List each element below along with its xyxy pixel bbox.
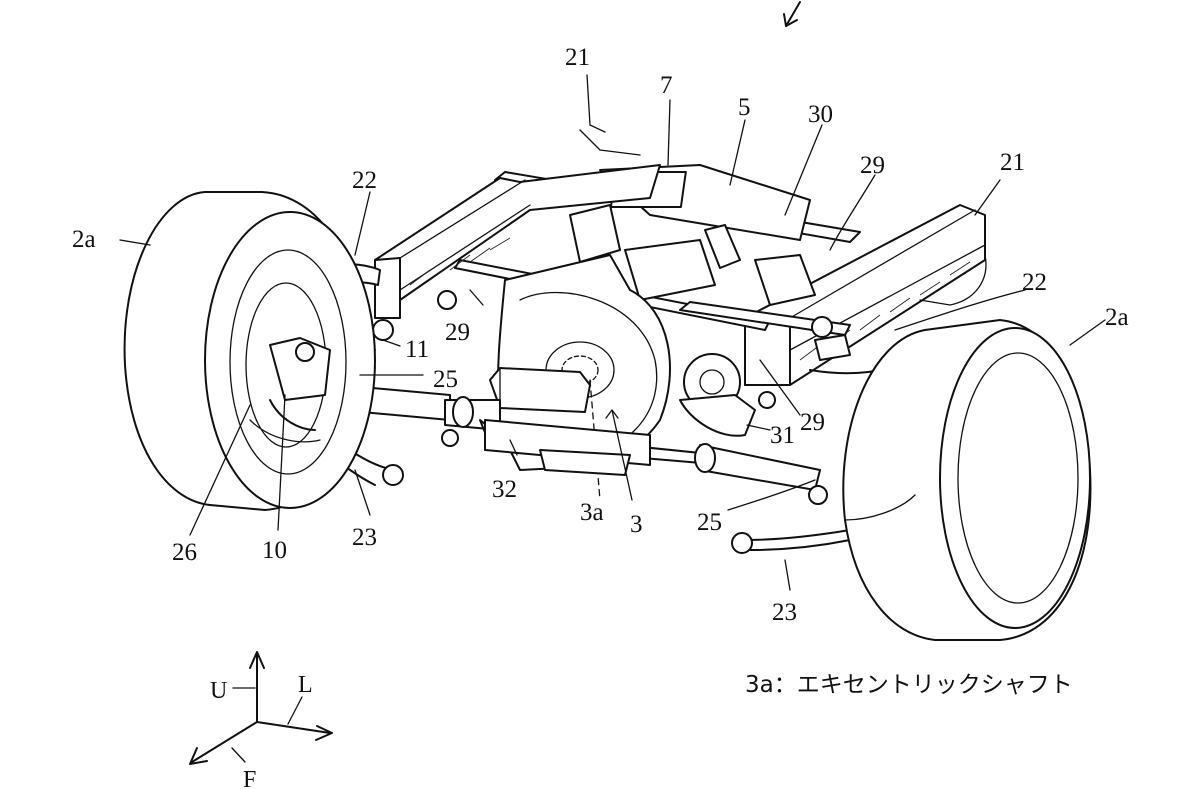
label-23-right: 23 [772,599,797,626]
orientation-axes: U L F [189,651,333,789]
label-25-right: 25 [697,509,722,536]
rotary-engine [489,254,671,501]
label-3a: 3a [580,499,604,526]
label-2a-right: 2a [1105,304,1129,331]
label-22-right: 22 [1022,269,1047,296]
label-21-left: 21 [565,44,590,71]
label-7: 7 [660,72,673,99]
label-25-left: 25 [433,366,458,393]
battery-box [569,204,816,306]
label-32: 32 [492,476,517,503]
axis-label-front: F [243,767,256,789]
label-10: 10 [262,537,287,564]
label-26: 26 [172,539,197,566]
label-23-left: 23 [352,524,377,551]
label-29-right: 29 [800,409,825,436]
left-wheel [123,191,376,511]
label-11: 11 [405,336,429,363]
label-30: 30 [808,101,833,128]
drive-shafts [289,384,821,491]
view-arrow [783,1,801,27]
label-29-top: 29 [860,152,885,179]
reference-numerals: 21 7 5 30 29 21 22 2a 22 2a 29 11 25 29 … [72,44,1129,626]
label-31: 31 [770,422,795,449]
label-29-left: 29 [445,319,470,346]
label-3: 3 [630,511,643,538]
label-5: 5 [738,94,751,121]
axis-label-left: L [298,672,313,698]
label-2a-left: 2a [72,226,96,253]
right-wheel [842,319,1092,641]
electric-motor [679,353,776,437]
leader-lines [119,74,1106,591]
frame [374,129,987,386]
axis-label-up: U [210,678,227,704]
label-22-left: 22 [352,167,377,194]
label-21-right: 21 [1000,149,1025,176]
caption-eccentric-shaft: 3a：エキセントリックシャフト [745,672,1073,698]
